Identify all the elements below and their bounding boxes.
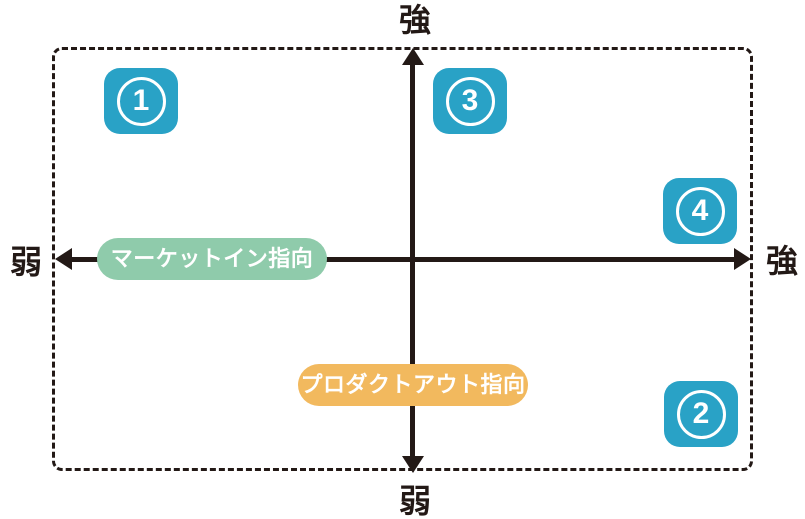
arrow-right-icon [734, 248, 751, 270]
circled-number-2: 2 [676, 389, 726, 439]
circled-number-3: 3 [445, 76, 495, 126]
arrow-up-icon [402, 48, 424, 65]
badge-quadrant-2: 2 [664, 381, 738, 447]
circled-number-1: 1 [116, 76, 166, 126]
badge-quadrant-4: 4 [663, 178, 737, 244]
axis-label-bottom-weak: 弱 [398, 483, 431, 519]
axis-label-right-strong: 強 [765, 243, 798, 279]
product-out-label: プロダクトアウト指向 [298, 364, 528, 406]
arrow-down-icon [402, 456, 424, 473]
market-in-label: マーケットイン指向 [97, 238, 327, 280]
circled-number-4: 4 [675, 186, 725, 236]
axis-label-left-weak: 弱 [9, 244, 42, 280]
badge-quadrant-3: 3 [433, 68, 507, 134]
horizontal-axis-line [62, 257, 746, 262]
axis-label-top-strong: 強 [398, 2, 431, 38]
arrow-left-icon [55, 248, 72, 270]
badge-quadrant-1: 1 [104, 68, 178, 134]
